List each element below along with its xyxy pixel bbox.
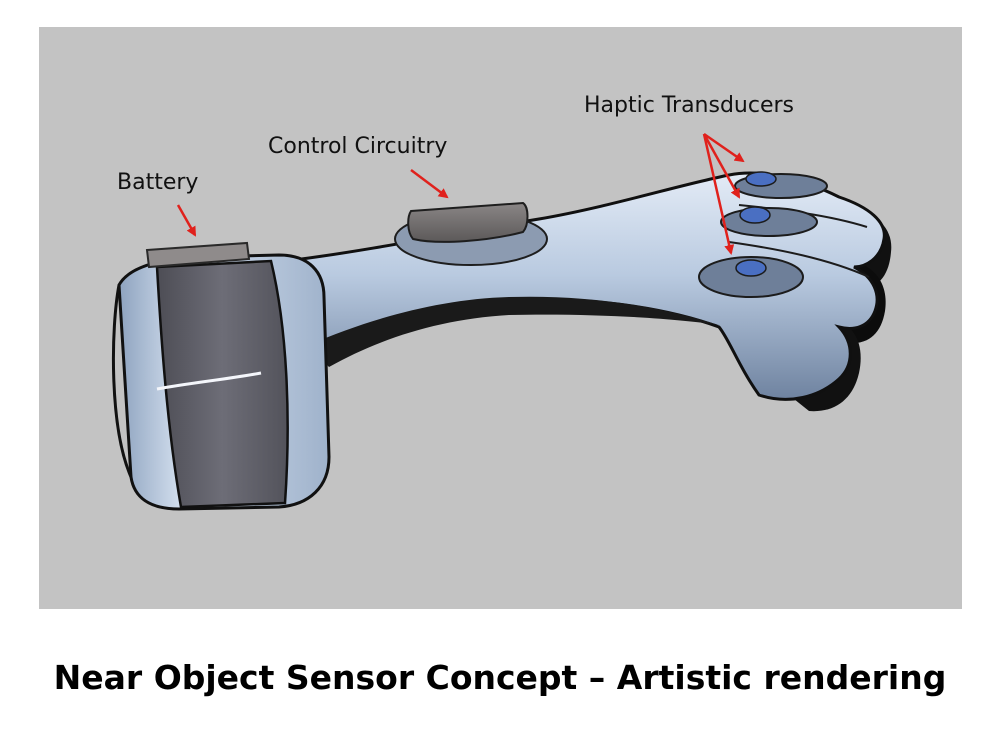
haptic-transducer-1 bbox=[734, 171, 828, 199]
control-circuitry-module bbox=[394, 201, 548, 266]
battery-label: Battery bbox=[117, 170, 199, 195]
control-circuitry-arrow bbox=[410, 169, 449, 199]
haptic-transducer-2 bbox=[720, 206, 818, 237]
haptic-transducers-label: Haptic Transducers bbox=[584, 93, 794, 118]
rendering-panel: Battery Control Circuitry Haptic Transdu… bbox=[39, 27, 962, 609]
transducer-arrow-3 bbox=[702, 133, 735, 255]
transducer-arrow-1 bbox=[703, 132, 745, 163]
transducer-arrow-2 bbox=[702, 133, 741, 199]
callout-arrows bbox=[176, 132, 745, 255]
forearm-underside bbox=[309, 296, 719, 367]
control-circuitry-label: Control Circuitry bbox=[268, 134, 448, 159]
wrist-cuff bbox=[111, 253, 331, 511]
caption: Near Object Sensor Concept – Artistic re… bbox=[53, 658, 947, 697]
haptic-transducer-3 bbox=[698, 256, 804, 298]
haptic-transducers bbox=[698, 171, 828, 298]
cuff-band bbox=[155, 259, 289, 509]
battery-arrow bbox=[176, 204, 197, 237]
battery-module bbox=[145, 241, 251, 269]
device-illustration bbox=[111, 132, 892, 511]
finger-line-2 bbox=[728, 241, 870, 278]
